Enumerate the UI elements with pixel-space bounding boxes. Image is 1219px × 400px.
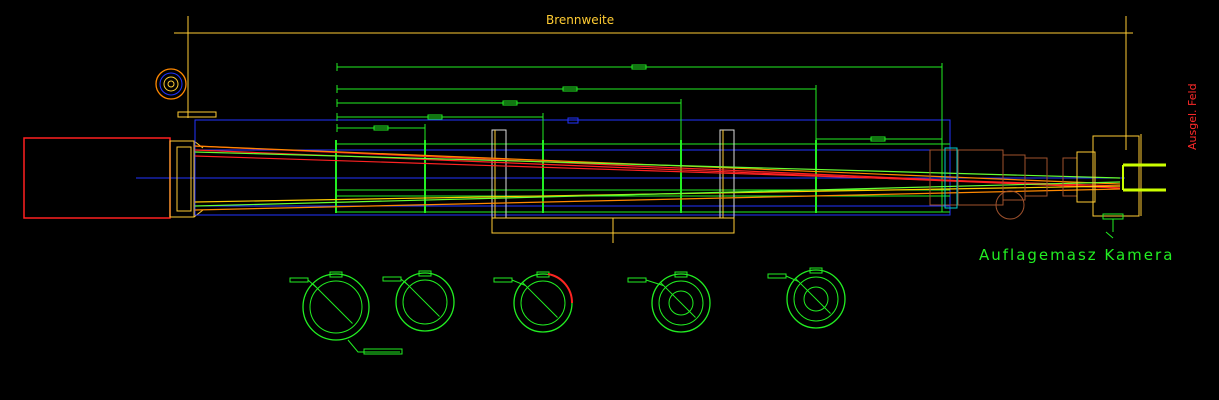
baffle-section-bore-5 xyxy=(803,286,829,312)
baffle-section-diagonal-2 xyxy=(404,281,440,317)
baffle-section-leader-5 xyxy=(785,275,799,283)
section-tag-bottom xyxy=(363,348,403,355)
baffle-section-leader-2 xyxy=(400,278,408,285)
lens-cell xyxy=(169,140,195,218)
baffle-section-icon-1 xyxy=(302,273,370,341)
baffle-section-icon-5 xyxy=(786,269,846,329)
focuser-flange xyxy=(944,147,958,209)
length-dimension-tag-1 xyxy=(631,64,647,70)
target-icon-outer xyxy=(155,68,187,100)
tube-ring-1 xyxy=(491,129,507,219)
camera-housing xyxy=(1092,135,1140,217)
baffle-section-tag-1 xyxy=(289,277,309,283)
baffle-section-tag-3 xyxy=(493,277,513,283)
baffle-section-diagonal-4 xyxy=(660,282,696,318)
lens-cell-chamfer-bottom xyxy=(193,209,204,218)
light-ray-8 xyxy=(194,181,1121,207)
light-ray-7 xyxy=(194,151,1121,179)
baffle-section-aperture-5 xyxy=(793,276,839,322)
target-icon-mid xyxy=(159,72,183,96)
focuser-adapter xyxy=(1024,157,1048,197)
focal-length-label: Brennweite xyxy=(546,13,615,27)
baffle-section-aperture-2 xyxy=(402,279,448,325)
baffle-section-notch-4 xyxy=(674,271,688,278)
baffle-section-aperture-1 xyxy=(309,280,363,334)
filter-wheel xyxy=(1076,151,1096,203)
baffle-section-notch-2 xyxy=(418,270,432,277)
objective-marker xyxy=(177,111,217,118)
baffle-section-tag-2 xyxy=(382,276,402,282)
baffle-section-arc-highlight xyxy=(547,273,574,304)
lens-cell-inner xyxy=(176,146,192,212)
camera-flange-label: Auflagemasz Kamera xyxy=(979,246,1175,264)
main-tube xyxy=(194,119,951,216)
target-icon-inner xyxy=(163,76,179,92)
baffle-section-leader-4 xyxy=(645,279,664,287)
baffle-section-leader-3 xyxy=(511,279,526,287)
baffle-section-tag-5 xyxy=(767,273,787,279)
light-ray-3 xyxy=(194,155,1121,187)
baffle-section-diagonal-5 xyxy=(795,278,831,314)
baffle-section-bore-4 xyxy=(668,290,694,316)
length-dimension-tag-2 xyxy=(562,86,578,92)
length-dimension-tag-5 xyxy=(373,125,389,131)
focuser-knob xyxy=(995,190,1025,220)
light-ray-5 xyxy=(194,188,1121,211)
baffle-section-notch-1 xyxy=(329,271,343,278)
length-dimension-tag-4 xyxy=(427,114,443,120)
baffle-section-notch-5 xyxy=(809,267,823,274)
baffle-section-diagonal-1 xyxy=(312,283,353,324)
illuminated-field-label: Ausgel. Feld xyxy=(1186,83,1199,150)
baffle-section-aperture-4 xyxy=(658,280,704,326)
baffle-section-diagonal-3 xyxy=(522,282,558,318)
baffle-section-leader-1 xyxy=(307,279,317,288)
baffle-section-icon-2 xyxy=(395,272,455,332)
target-icon-dot xyxy=(167,80,175,88)
length-dimension-tag-6 xyxy=(870,136,886,142)
section-leader-bottom xyxy=(347,339,400,353)
camera-flange-arrow xyxy=(1105,231,1114,239)
baffle-section-tag-4 xyxy=(627,277,647,283)
length-dimension-tag-3 xyxy=(502,100,518,106)
baffle-section-aperture-3 xyxy=(520,280,566,326)
baffle-section-icon-4 xyxy=(651,273,711,333)
tube-marker xyxy=(567,117,579,124)
